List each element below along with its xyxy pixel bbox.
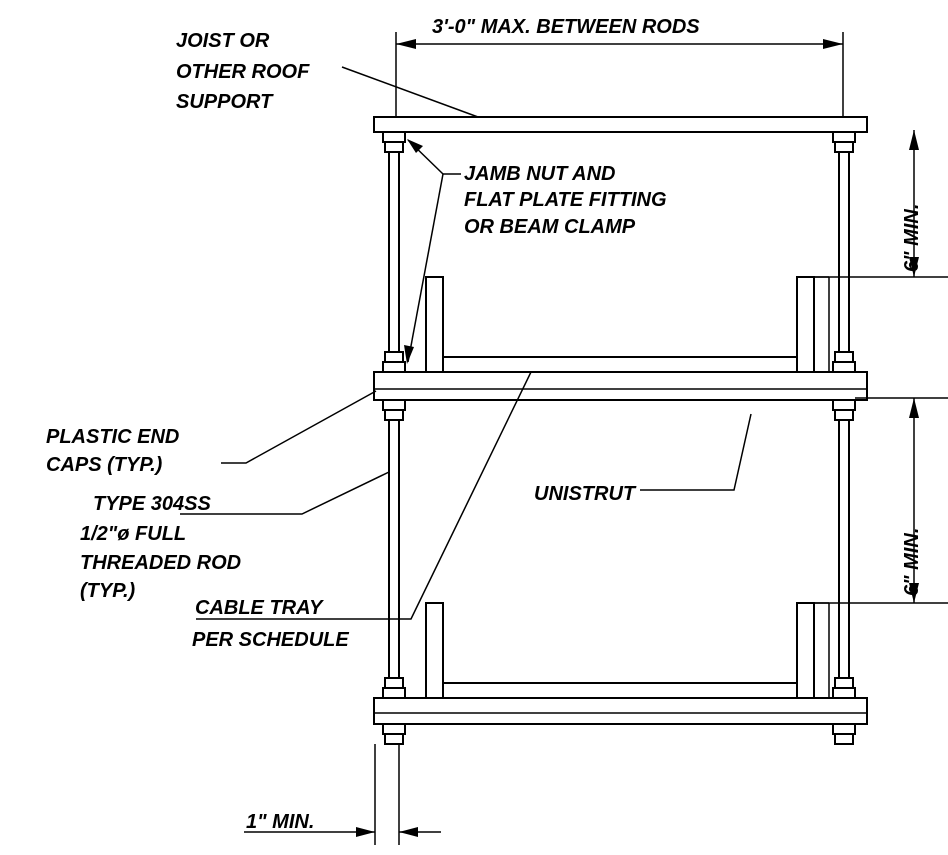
tray-label-line1: CABLE TRAY <box>195 597 324 619</box>
joist-label-line1: JOIST OR <box>176 30 270 52</box>
plastic-label-line1: PLASTIC END <box>46 426 179 448</box>
rod-label-line4: (TYP.) <box>80 580 136 602</box>
lower-cable-tray <box>425 602 830 699</box>
plastic-label-line2: CAPS (TYP.) <box>46 454 163 476</box>
upper-clearance-dimension: 6" MIN. <box>815 130 948 278</box>
rod-label-line2: 1/2"ø FULL <box>80 523 186 545</box>
upper-min-label: 6" MIN. <box>901 204 923 272</box>
threaded-rod-callout: TYPE 304SS 1/2"ø FULL THREADED ROD (TYP.… <box>80 471 390 602</box>
lower-unistrut <box>373 697 868 725</box>
rod-nuts <box>382 131 856 745</box>
rod-spacing-dimension: 3'-0" MAX. BETWEEN RODS <box>395 16 844 120</box>
upper-cable-tray <box>425 276 830 373</box>
plastic-end-caps-callout: PLASTIC END CAPS (TYP.) <box>46 390 377 476</box>
tray-label-line2: PER SCHEDULE <box>192 629 349 651</box>
joist-label-line2: OTHER ROOF <box>176 61 310 83</box>
jamb-label-line3: OR BEAM CLAMP <box>464 216 636 238</box>
jamb-label-line2: FLAT PLATE FITTING <box>464 189 667 211</box>
unistrut-callout: UNISTRUT <box>534 413 752 505</box>
upper-unistrut <box>373 371 868 401</box>
jamb-nut-callout: JAMB NUT AND FLAT PLATE FITTING OR BEAM … <box>404 139 667 364</box>
joist-label-line3: SUPPORT <box>176 91 274 113</box>
joist-roof-support: JOIST OR OTHER ROOF SUPPORT <box>176 30 868 133</box>
lower-min-label: 6" MIN. <box>901 528 923 596</box>
rod-label-line1: TYPE 304SS <box>93 493 212 515</box>
rod-label-line3: THREADED ROD <box>80 552 241 574</box>
unistrut-label: UNISTRUT <box>534 483 637 505</box>
rod-spacing-label: 3'-0" MAX. BETWEEN RODS <box>432 16 700 38</box>
cable-tray-callout: CABLE TRAY PER SCHEDULE <box>192 371 532 651</box>
jamb-label-line1: JAMB NUT AND <box>464 163 615 185</box>
lower-clearance-dimension: 6" MIN. <box>815 397 948 604</box>
rod-projection-dimension: 1" MIN. <box>244 744 441 845</box>
threaded-rods <box>388 152 850 740</box>
one-inch-min-label: 1" MIN. <box>246 811 314 833</box>
